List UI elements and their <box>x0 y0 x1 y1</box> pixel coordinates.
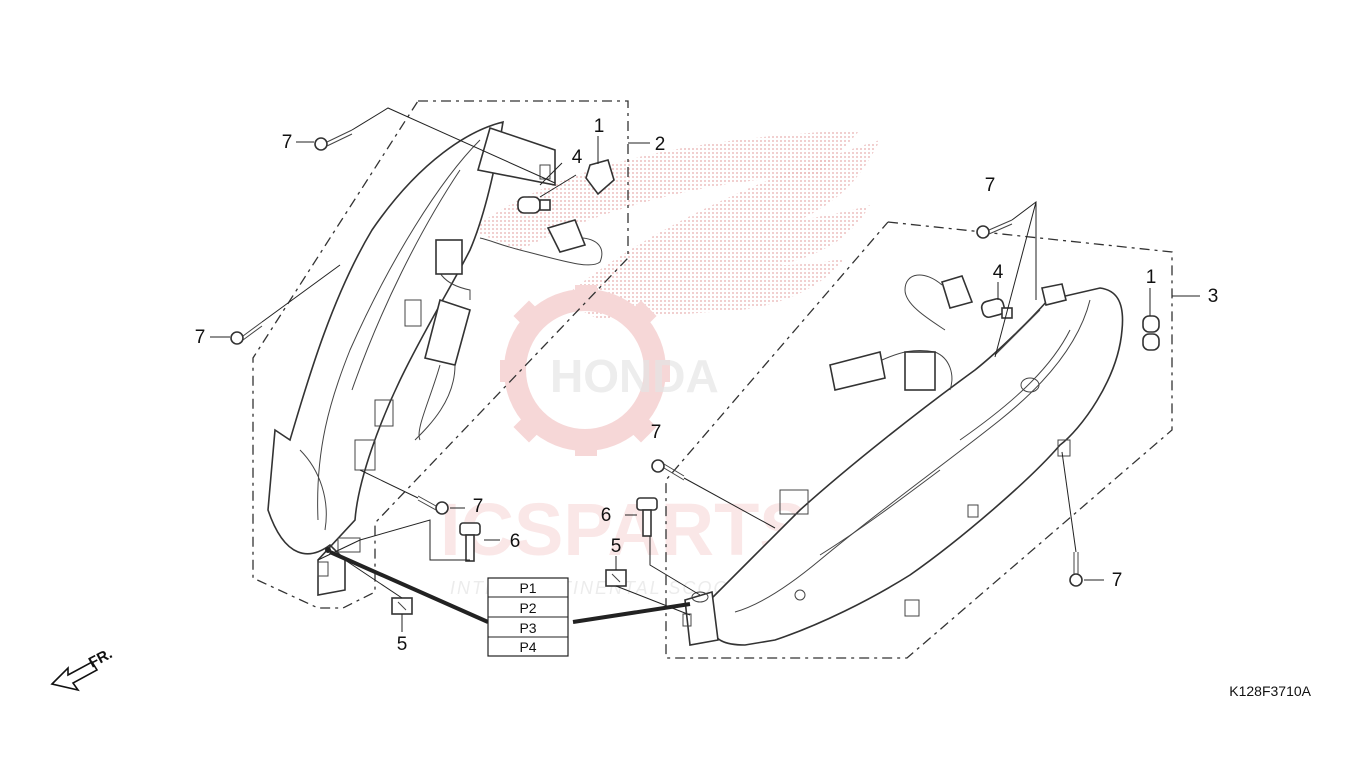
right-screw-7-center-icon <box>651 459 685 481</box>
callout-7-lowcenter: 7 <box>473 496 484 517</box>
callout-3: 3 <box>1208 286 1219 307</box>
right-bolt-6-icon <box>636 497 658 537</box>
table-row-p2: P2 <box>519 600 536 616</box>
right-assembly <box>605 201 1200 659</box>
watermark-brand-text: ICSPARTS <box>440 488 809 571</box>
right-nut-5-icon <box>605 569 627 587</box>
left-nut-5-icon <box>391 597 413 615</box>
right-lamp-housing <box>698 287 1124 646</box>
front-direction-indicator: FR. <box>50 645 115 692</box>
left-bolt-6-icon <box>459 522 481 562</box>
right-bulb-4-icon <box>980 297 1013 319</box>
callout-5-left: 5 <box>397 634 408 655</box>
callouts: 1 2 4 7 7 7 6 5 7 4 1 3 7 6 5 7 <box>195 116 1219 655</box>
right-clip <box>904 351 936 391</box>
left-assembly-boundary <box>252 100 629 609</box>
watermark-wing-top-icon <box>470 130 860 250</box>
table-row-p1: P1 <box>519 580 536 596</box>
watermark-wing-icon <box>560 140 880 320</box>
left-top-bracket <box>476 126 556 186</box>
left-screw-7-top-icon <box>314 129 353 151</box>
left-clip <box>435 239 463 275</box>
right-connector <box>829 351 886 391</box>
left-screw-7-low-icon <box>417 495 449 515</box>
right-socket-icon <box>904 274 974 331</box>
callout-7-center: 7 <box>651 422 662 443</box>
callout-4-left: 4 <box>572 147 583 168</box>
callout-7-bottomright: 7 <box>1112 570 1123 591</box>
callout-5-right: 5 <box>611 536 622 557</box>
callout-7-topleft: 7 <box>282 132 293 153</box>
right-screw-7-top-icon <box>976 219 1013 239</box>
right-pointer-line <box>572 602 691 624</box>
callout-2: 2 <box>655 134 666 155</box>
watermark-emblem-text: HONDA <box>550 350 719 402</box>
callout-1-right: 1 <box>1146 267 1157 288</box>
callout-4-right: 4 <box>993 262 1004 283</box>
callout-1-left: 1 <box>594 116 605 137</box>
left-screw-7-mid-icon <box>230 321 263 345</box>
table-row-p4: P4 <box>519 639 536 655</box>
callout-6-left: 6 <box>510 531 521 552</box>
right-screw-7-bottom-icon <box>1069 552 1083 587</box>
right-top-bracket <box>1041 283 1067 306</box>
left-socket-icon <box>479 219 603 266</box>
right-assembly-boundary <box>665 221 1173 659</box>
table-row-p3: P3 <box>519 620 536 636</box>
right-bulb-1-icon <box>1142 315 1160 351</box>
callout-7-midleft: 7 <box>195 327 206 348</box>
drawing-code: K128F3710A <box>1229 683 1311 699</box>
parts-table: P1 P2 P3 P4 <box>487 577 569 657</box>
left-assembly <box>230 100 650 632</box>
left-pointer-line <box>329 550 489 624</box>
callout-6-right: 6 <box>601 505 612 526</box>
left-bulb-4-icon <box>517 196 551 214</box>
left-bulb-1-icon <box>585 159 615 196</box>
callout-7-topright: 7 <box>985 175 996 196</box>
front-arrow-icon <box>50 660 99 692</box>
right-lower-mount <box>684 590 719 646</box>
